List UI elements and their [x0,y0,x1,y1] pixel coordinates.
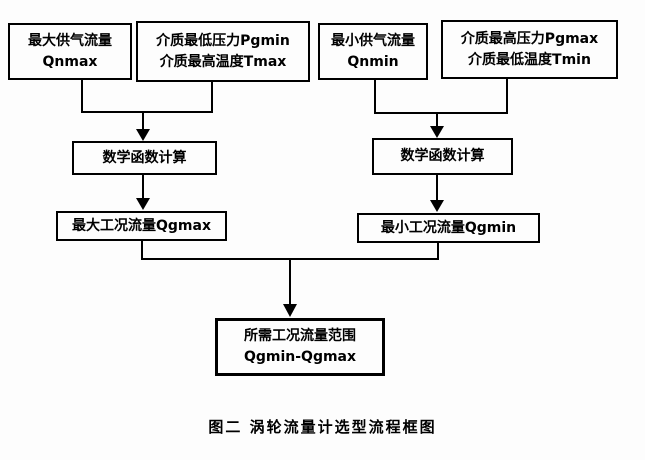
box-qnmin-line1: 最小供气流量 [331,32,415,49]
figure-caption: 图二 涡轮流量计选型流程框图 [208,418,437,436]
box-qnmax: 最大供气流量 Qnmax [8,23,132,80]
box-pgmax-tmin: 介质最高压力Pgmax 介质最低温度Tmin [441,20,618,79]
box-qnmin: 最小供气流量 Qnmin [318,23,428,80]
box-pgmax-tmin-line1: 介质最高压力Pgmax [460,30,599,47]
box-result-line2: Qgmin-Qgmax [243,349,357,365]
arrowhead-qgmin [430,200,444,212]
arrowhead-result [283,304,297,317]
box-qgmin-label: 最小工况流量Qgmin [380,219,517,236]
box-qgmin: 最小工况流量Qgmin [357,213,540,243]
arrowhead-left-calc [136,129,150,141]
box-qnmax-line1: 最大供气流量 [28,32,112,49]
box-result-range: 所需工况流量范围 Qgmin-Qgmax [215,318,385,376]
box-calc-left: 数学函数计算 [72,141,217,175]
box-qnmax-line2: Qnmax [42,53,98,70]
arrowhead-qgmax [136,198,150,210]
box-qgmax: 最大工况流量Qgmax [56,211,227,241]
box-pgmin-tmax-line1: 介质最低压力Pgmin [156,32,290,49]
box-result-line1: 所需工况流量范围 [244,328,356,344]
box-qgmax-label: 最大工况流量Qgmax [72,217,211,234]
arrowhead-right-calc [430,126,444,138]
box-calc-left-label: 数学函数计算 [102,149,187,166]
box-calc-right: 数学函数计算 [372,138,513,175]
box-pgmax-tmin-line2: 介质最低温度Tmin [468,51,591,68]
box-calc-right-label: 数学函数计算 [400,148,485,164]
box-pgmin-tmax-line2: 介质最高温度Tmax [159,53,287,70]
box-pgmin-tmax: 介质最低压力Pgmin 介质最高温度Tmax [136,21,310,82]
box-qnmin-line2: Qnmin [347,53,399,70]
